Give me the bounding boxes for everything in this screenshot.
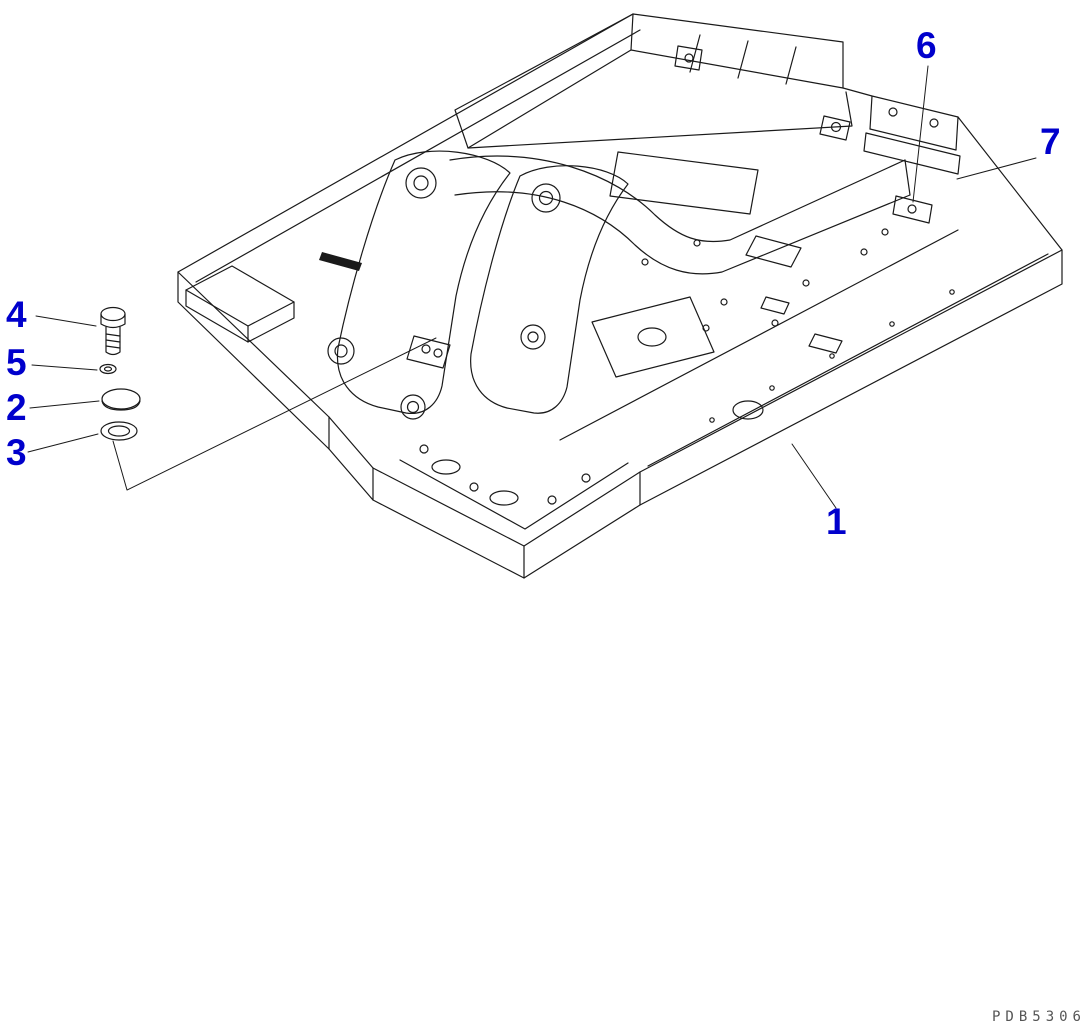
callout-5: 5	[6, 342, 27, 383]
leader-parts-group	[112, 337, 437, 491]
washer-part	[99, 363, 117, 375]
leader-1	[791, 443, 837, 509]
cover-plate-part	[101, 388, 141, 411]
leader-4	[35, 315, 97, 327]
drawing-code: PDB5306	[992, 1009, 1086, 1025]
callout-7: 7	[1040, 121, 1061, 162]
boom-mount-gussets	[327, 150, 911, 420]
callout-2: 2	[6, 387, 27, 428]
main-frame-outline	[177, 13, 1063, 579]
leader-7	[956, 157, 1037, 180]
leader-5	[31, 364, 98, 371]
loose-parts	[99, 306, 141, 441]
bolt-part	[100, 306, 126, 356]
deck-details	[520, 151, 959, 441]
leader-6	[912, 65, 929, 203]
gasket-part	[100, 421, 138, 441]
callout-labels: 1 2 3 4 5 6 7	[6, 25, 1061, 542]
rear-rails	[454, 13, 853, 149]
callout-6: 6	[916, 25, 937, 66]
leader-lines	[27, 65, 1037, 509]
callout-4: 4	[6, 294, 27, 335]
right-side-rail	[863, 95, 961, 224]
callout-1: 1	[826, 501, 847, 542]
foot-plate	[399, 444, 629, 530]
leader-3	[27, 433, 99, 453]
callout-3: 3	[6, 432, 27, 473]
left-step	[185, 265, 295, 343]
leader-2	[29, 400, 100, 409]
tread-strip	[319, 252, 362, 271]
